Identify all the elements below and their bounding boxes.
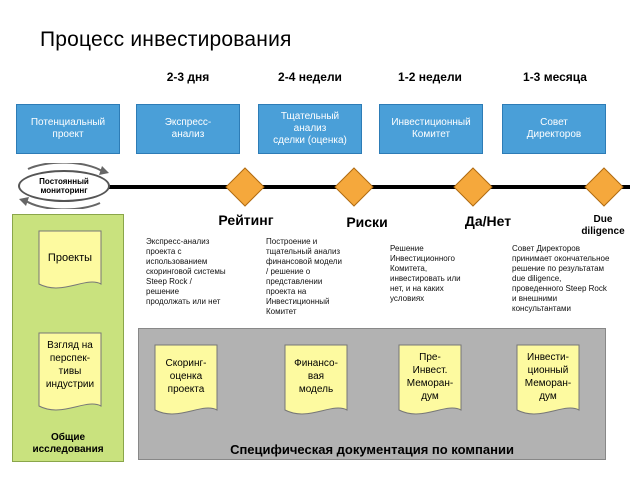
page-title: Процесс инвестирования (40, 28, 292, 51)
document-shape (38, 332, 102, 411)
stage-deep-analysis: Тщательный анализ сделки (оценка) (258, 104, 362, 154)
document-shape (284, 344, 348, 415)
milestone-diamond (225, 167, 265, 207)
document-shape (516, 344, 580, 415)
document-shape (398, 344, 462, 415)
document-scoring: Скоринг- оценка проекта (165, 357, 207, 395)
document-pre-investment-memo: Пре- Инвест. Меморан- дум (406, 352, 454, 402)
cycle-arrows-icon (19, 163, 109, 209)
document-financial-model: Финансо- вая модель (294, 357, 338, 395)
monitoring-ellipse: Постоянный мониторинг (18, 170, 110, 202)
milestone-rating: Рейтинг (218, 212, 274, 228)
duration-label: 2-3 дня (166, 70, 210, 84)
document-industry-outlook: Взгляд на перспек- тивы индустрии (45, 340, 95, 390)
document-projects: Проекты (47, 251, 93, 264)
stage-board-of-directors: Совет Директоров (502, 104, 606, 154)
document-shape (38, 230, 102, 289)
description-express: Экспресс-анализ проекта с использованием… (146, 237, 226, 306)
description-committee: Решение Инвестиционного Комитета, инвест… (390, 244, 461, 303)
milestone-risks: Риски (346, 214, 388, 230)
document-shape (154, 344, 218, 415)
milestone-due-diligence: Due diligence (581, 214, 625, 237)
document-investment-memo: Инвести- ционный Меморан- дум (524, 352, 572, 402)
duration-label: 1-2 недели (398, 70, 462, 84)
description-board: Совет Директоров принимает окончательное… (512, 244, 610, 313)
duration-label: 1-3 месяца (523, 70, 587, 84)
stage-investment-committee: Инвестиционный Комитет (379, 104, 483, 154)
duration-label: 2-4 недели (278, 70, 342, 84)
stage-potential-project: Потенциальный проект (16, 104, 120, 154)
company-docs-caption: Специфическая документация по компании (230, 442, 514, 457)
milestone-diamond (584, 167, 624, 207)
general-research-caption: Общие исследования (32, 432, 104, 455)
milestone-diamond (334, 167, 374, 207)
stage-express-analysis: Экспресс- анализ (136, 104, 240, 154)
description-deep: Построение и тщательный анализ финансово… (266, 237, 342, 316)
milestone-diamond (453, 167, 493, 207)
milestone-yes-no: Да/Нет (464, 213, 512, 229)
